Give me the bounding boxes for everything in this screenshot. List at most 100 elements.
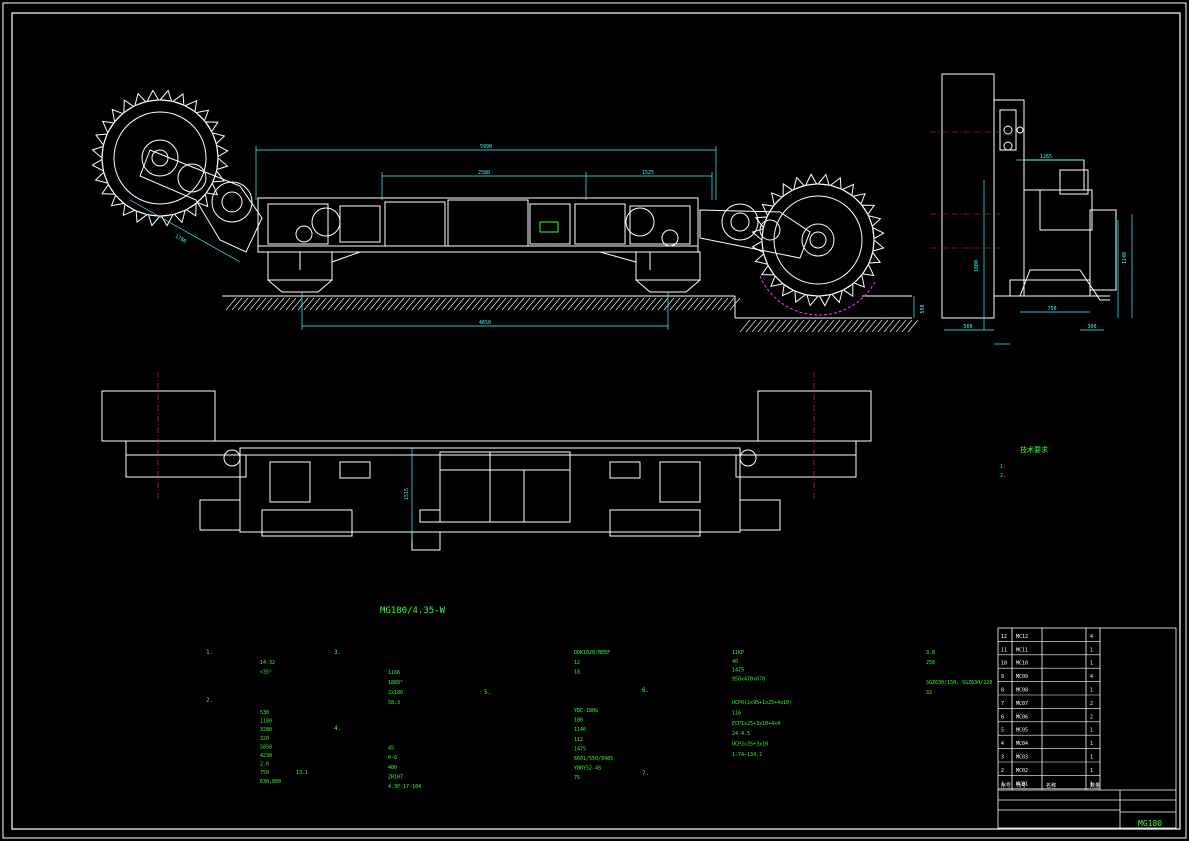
drum-tooth xyxy=(829,176,842,190)
hatch-line xyxy=(507,297,519,311)
hatch-line xyxy=(411,297,423,311)
title-block xyxy=(997,627,1177,829)
hatch-line xyxy=(573,297,585,311)
side-centerlines xyxy=(930,131,1000,249)
drum-tooth xyxy=(147,214,162,227)
spec-value-extra: 180 xyxy=(574,718,583,724)
spec-value-extra: 1.74-134.2 xyxy=(732,752,762,758)
spec-value-extra: 116 xyxy=(732,710,741,716)
hatch-line xyxy=(811,319,823,333)
hatch-line xyxy=(835,319,847,333)
drum-tooth xyxy=(804,173,818,187)
hatch-line xyxy=(327,297,339,311)
spec-value-extra: 75 xyxy=(574,775,580,781)
cutter-sweep-arc xyxy=(759,275,877,316)
hatch-line xyxy=(339,297,351,311)
hatch-line xyxy=(417,297,429,311)
hatch-line xyxy=(231,297,243,311)
spec-value: 14-32 xyxy=(260,660,275,666)
bom-cell: MC05 xyxy=(1016,728,1028,734)
spec-value-extra: 18 xyxy=(574,670,580,676)
spec-value: 2.0 xyxy=(260,762,269,768)
hatch-line xyxy=(321,297,333,311)
drum-tooth xyxy=(204,121,219,133)
spec-value: 2x180 xyxy=(388,690,403,696)
dim-side-bottom-a: 560 xyxy=(963,324,972,330)
hatch-line xyxy=(787,319,799,333)
hatch-line xyxy=(805,319,817,333)
drum-tooth xyxy=(101,120,115,134)
bom-cell: 5 xyxy=(1001,728,1004,734)
right-ranging-arm xyxy=(699,209,811,259)
hatch-line xyxy=(729,297,741,311)
spec-value: 0-6 xyxy=(388,755,397,761)
hatch-line xyxy=(723,297,735,311)
drum-tooth xyxy=(760,264,776,276)
hatch-line xyxy=(351,297,363,311)
hatch-line xyxy=(405,297,417,311)
hatch-line xyxy=(369,297,381,311)
drum-tooth xyxy=(135,210,149,223)
spec-value-extra: UCP2x35+3x10 xyxy=(732,742,768,748)
hatch-line xyxy=(393,297,405,311)
hatch-line xyxy=(255,297,267,311)
bom-cell: 6 xyxy=(1001,714,1004,720)
hatch-line xyxy=(859,319,871,333)
drum-tooth xyxy=(754,216,768,229)
hatch-line xyxy=(357,297,369,311)
hatch-line xyxy=(303,297,315,311)
drum-tooth xyxy=(861,263,875,277)
hatch-line xyxy=(841,319,853,333)
inner-border xyxy=(11,12,1181,830)
drum-tooth xyxy=(781,283,795,297)
hatch-line xyxy=(603,297,615,311)
bom-cell: 7 xyxy=(1001,701,1004,707)
spec-value: 1166 xyxy=(388,670,400,676)
plan-view xyxy=(101,390,872,551)
drum-tooth xyxy=(842,282,854,298)
left-skid xyxy=(267,251,333,281)
hatch-line xyxy=(591,297,603,311)
side-dimensions xyxy=(944,159,1133,345)
hatch-line xyxy=(453,297,465,311)
left-drum-teeth xyxy=(91,89,229,227)
spec-value-extra: YBC-180G xyxy=(574,708,598,714)
ground-hatching xyxy=(225,297,919,333)
hatch-line xyxy=(763,319,775,333)
bom-cell: 3 xyxy=(1001,755,1004,761)
spec-value: 1180 xyxy=(260,719,272,725)
hatch-line xyxy=(291,297,303,311)
drum-tooth xyxy=(171,93,185,106)
spec-section-title: 6. xyxy=(642,687,649,694)
hatch-line xyxy=(243,297,255,311)
spec-value: 5850 xyxy=(260,744,272,750)
drum-tooth xyxy=(782,182,794,198)
hatch-line xyxy=(561,297,573,311)
plan-body xyxy=(239,447,741,533)
bom-cell: MC08 xyxy=(1016,688,1028,694)
drum-tooth xyxy=(215,144,229,158)
spec-value: 58.3 xyxy=(388,700,400,706)
drawing-title: MG180/4.35-W xyxy=(380,606,446,616)
drum-tooth xyxy=(134,92,147,107)
hatch-line xyxy=(477,297,489,311)
hatch-line xyxy=(309,297,321,311)
hatch-line xyxy=(459,297,471,311)
drum-tooth xyxy=(205,182,219,196)
drum-tooth xyxy=(212,169,225,183)
bom-cell: 1 xyxy=(1090,688,1093,694)
bom-cell: 1 xyxy=(1090,741,1093,747)
drum-tooth xyxy=(851,193,866,205)
bom-cell: MC10 xyxy=(1016,661,1028,667)
bom-cell: MC09 xyxy=(1016,674,1028,680)
dim-front-mid-left: 2580 xyxy=(478,170,490,176)
hatch-line xyxy=(345,297,357,311)
drum-tooth xyxy=(211,132,226,145)
hatch-line xyxy=(793,319,805,333)
hatch-line xyxy=(615,297,627,311)
hatch-line xyxy=(799,319,811,333)
drum-tooth xyxy=(94,171,109,184)
hatch-line xyxy=(489,297,501,311)
hatch-line xyxy=(621,297,633,311)
